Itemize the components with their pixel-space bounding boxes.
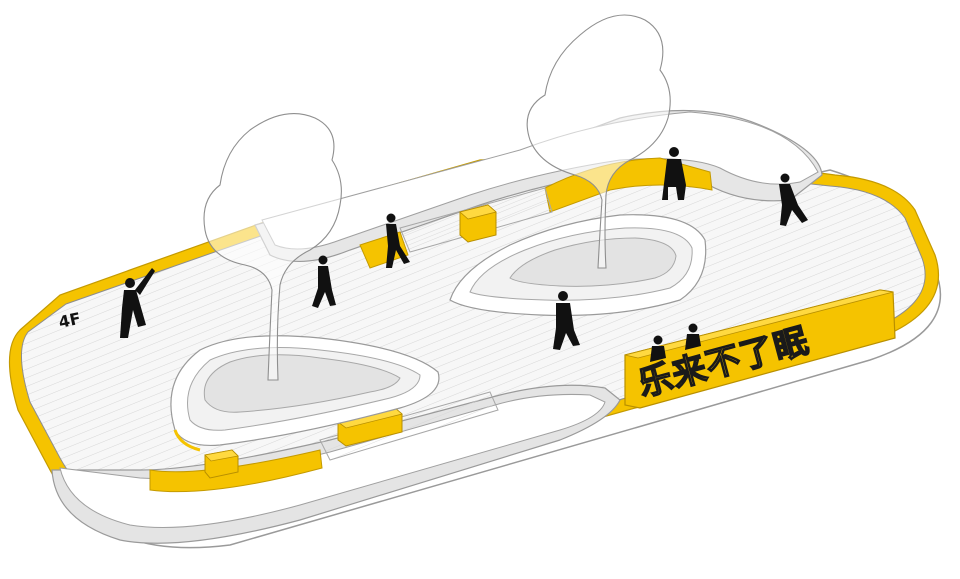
- floor-label: 4F: [57, 309, 83, 332]
- person-seated-sign-1: [650, 335, 666, 362]
- tree-right: [526, 14, 671, 269]
- person-sitting: [662, 147, 686, 200]
- tree-left: [203, 113, 342, 381]
- people: [120, 147, 808, 362]
- person-seated-sign-2: [685, 323, 701, 350]
- person-walking-1: [312, 255, 336, 308]
- person-walking-2: [386, 213, 410, 268]
- person-walking-4: [553, 291, 580, 350]
- planter-left: [170, 335, 440, 452]
- yellow-seat-block-back: [459, 204, 497, 243]
- planter-right: [449, 214, 707, 317]
- person-pointing: [120, 268, 155, 338]
- person-walking-3: [779, 173, 808, 226]
- front-bench-boards: [319, 391, 499, 461]
- yellow-seat-block-front-left: [204, 449, 239, 479]
